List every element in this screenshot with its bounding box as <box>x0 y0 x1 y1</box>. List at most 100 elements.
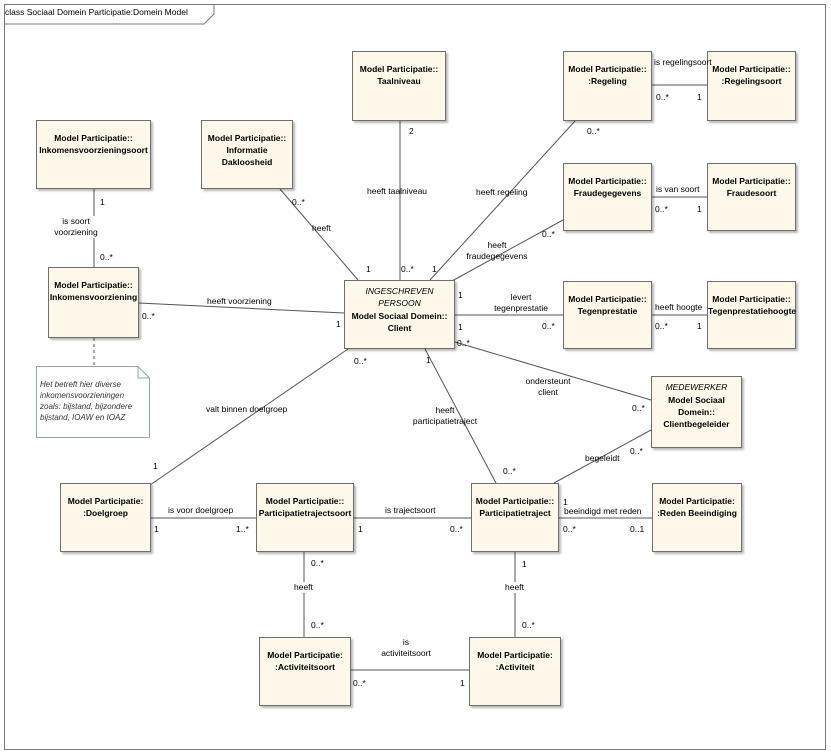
assoc-soort-voorziening-label-1: is soort <box>62 216 90 226</box>
assoc-doelgroep-label: valt binnen doelgroep <box>206 404 288 414</box>
class-dakloosheid-name-2: Dakloosheid <box>221 157 273 167</box>
class-regelingsoort[interactable]: Model Participatie:: :Regelingsoort <box>707 51 796 121</box>
class-inkomensvoorzieningsoort[interactable]: Model Participatie:: Inkomensvoorziening… <box>36 120 151 189</box>
line-fraudegegevens <box>451 219 564 282</box>
mult-ondersteunt-left: 0..* <box>457 338 470 348</box>
class-participatietraject[interactable]: Model Participatie:: Participatietraject <box>471 483 559 552</box>
class-clientbegeleider-namespace-1: Model Sociaal <box>668 395 725 405</box>
class-informatie-dakloosheid[interactable]: Model Participatie:: Informatie Dakloosh… <box>201 120 293 189</box>
note-shape <box>36 366 150 438</box>
assoc-voor-doelgroep-label: is voor doelgroep <box>168 505 234 515</box>
class-activiteitsoort[interactable]: Model Participatie: :Activiteitsoort <box>259 637 351 706</box>
mult-fraudegegevens-top: 0..* <box>542 229 555 239</box>
mult-heeft-activiteit-top: 1 <box>522 559 527 569</box>
class-reden-beeindiging[interactable]: Model Participatie: :Reden Beeindiging <box>652 483 742 552</box>
diagram-title: class Sociaal Domein Participatie:Domein… <box>5 7 188 17</box>
class-reden-beeindiging-name: :Reden Beeindiging <box>657 508 737 518</box>
mult-regelingsoort-right: 1 <box>697 92 702 102</box>
mult-beeindigd-right: 0..1 <box>630 524 645 534</box>
line-dakloosheid <box>279 188 359 281</box>
class-fraudesoort[interactable]: Model Participatie:: Fraudesoort <box>707 163 796 231</box>
class-regelingsoort-name: :Regelingsoort <box>721 76 782 86</box>
class-participatietraject-namespace: Model Participatie:: <box>475 496 555 506</box>
mult-activiteitsoort-left: 0..* <box>353 678 366 688</box>
class-tegenprestatie-namespace: Model Participatie:: <box>568 294 647 304</box>
class-tegenprestatie[interactable]: Model Participatie:: Tegenprestatie <box>563 281 652 349</box>
class-regeling[interactable]: Model Participatie:: :Regeling <box>563 51 652 121</box>
class-dakloosheid-namespace: Model Participatie:: <box>207 133 287 143</box>
assoc-traject-label-2: participatietraject <box>412 416 478 426</box>
mult-tegenprestatie-left: 1 <box>458 290 463 300</box>
assoc-fraudegegevens-label-2: fraudegegevens <box>466 251 528 261</box>
mult-voorziening-right: 1 <box>336 319 341 329</box>
class-client-namespace: Model Sociaal Domein:: <box>351 311 448 321</box>
class-participatietrajectsoort[interactable]: Model Participatie:: Participatietraject… <box>256 483 354 552</box>
class-activiteit-namespace: Model Participatie: <box>477 650 553 660</box>
class-activiteit[interactable]: Model Participatie: :Activiteit <box>469 637 561 706</box>
line-regeling <box>429 120 576 281</box>
assoc-voorziening-label: heeft voorziening <box>207 296 272 306</box>
assoc-dakloosheid-label: heeft <box>312 223 331 233</box>
class-inkomensvoorziening-name: Inkomensvoorziening <box>49 292 138 302</box>
class-taalniveau[interactable]: Model Participatie:: Taalniveau <box>352 51 446 121</box>
line-ondersteunt <box>454 341 652 401</box>
diagram-title-tab <box>4 4 215 25</box>
mult-regeling-bottom: 1 <box>432 264 437 274</box>
class-clientbegeleider-namespace-2: Domein:: <box>678 407 715 417</box>
class-tegenprestatie-name: Tegenprestatie <box>577 306 638 316</box>
mult-beeindigd-left: 0..* <box>563 524 576 534</box>
mult-fraudesoort-left: 0..* <box>655 204 668 214</box>
mult-regelingsoort-left: 0..* <box>656 92 669 102</box>
class-client-name: Client <box>387 323 412 333</box>
assoc-fraudegegevens-label-1: heeft <box>487 240 507 250</box>
mult-trajectsoort-right: 0..* <box>450 524 463 534</box>
assoc-trajectsoort-label: is trajectsoort <box>385 505 436 515</box>
class-regelingsoort-namespace: Model Participatie:: <box>712 64 791 74</box>
class-participatietrajectsoort-name: Participatietrajectsoort <box>258 508 352 518</box>
mult-voor-doelgroep-right: 1..* <box>236 524 249 534</box>
class-clientbegeleider[interactable]: MEDEWERKER Model Sociaal Domein:: Client… <box>651 376 742 448</box>
mult-activiteitsoort-right: 1 <box>460 678 465 688</box>
assoc-beeindigd-label: beeindigd met reden <box>564 506 642 516</box>
class-inkomensvoorziening[interactable]: Model Participatie:: Inkomensvoorziening <box>48 267 139 338</box>
mult-heeft-activiteit-bottom: 0..* <box>522 620 535 630</box>
assoc-ondersteunt-label-1: ondersteunt <box>525 376 571 386</box>
class-tegenprestatiehoogte-name: Tegenprestatiehoogte <box>708 306 797 316</box>
assoc-traject-label-1: heeft <box>435 405 455 415</box>
mult-taalniveau-top: 2 <box>409 126 414 136</box>
class-client[interactable]: INGESCHREVEN PERSOON Model Sociaal Domei… <box>344 280 455 349</box>
class-inkomensvoorzieningsoort-name: Inkomensvoorzieningsoort <box>39 145 148 155</box>
class-doelgroep-name: :Doelgroep <box>83 508 128 518</box>
mult-regeling-top: 0..* <box>587 126 600 136</box>
assoc-activiteitsoort-label-1: is <box>402 637 410 647</box>
assoc-fraudegegevens-label: heeft fraudegegevens <box>462 240 532 262</box>
assoc-regeling-label: heeft regeling <box>476 187 528 197</box>
mult-voorziening-left: 0..* <box>142 311 155 321</box>
class-regeling-name: :Regeling <box>588 76 627 86</box>
class-fraudegegevens[interactable]: Model Participatie:: Fraudegegevens <box>563 163 652 231</box>
mult-trajectsoort-left: 1 <box>358 524 363 534</box>
mult-doelgroep-top: 0..* <box>354 356 367 366</box>
assoc-ondersteunt-label: ondersteunt client <box>516 376 580 398</box>
mult-ondersteunt-right: 0..* <box>632 403 645 413</box>
assoc-heeft-activiteit-label: heeft <box>505 582 524 593</box>
line-traject <box>424 348 497 484</box>
mult-heeft-activiteitsoort-bottom: 0..* <box>311 620 324 630</box>
class-clientbegeleider-name: Clientbegeleider <box>663 419 730 429</box>
mult-begeleidt-bottom: 1 <box>563 497 568 507</box>
mult-dakloosheid-bottom: 1 <box>366 264 371 274</box>
mult-soort-voorziening-bottom: 0..* <box>100 252 113 262</box>
assoc-traject-label: heeft participatietraject <box>404 405 486 427</box>
class-tegenprestatiehoogte[interactable]: Model Participatie:: Tegenprestatiehoogt… <box>707 281 796 349</box>
class-regeling-namespace: Model Participatie:: <box>568 64 647 74</box>
class-taalniveau-namespace: Model Participatie:: <box>359 64 439 74</box>
class-fraudegegevens-name: Fraudegegevens <box>573 188 642 198</box>
class-dakloosheid-name-1: Informatie <box>226 145 268 155</box>
class-participatietrajectsoort-namespace: Model Participatie:: <box>265 496 345 506</box>
class-doelgroep[interactable]: Model Participatie: :Doelgroep <box>60 483 151 552</box>
line-begeleidt <box>553 429 652 484</box>
note-inkomensvoorzieningen[interactable]: Het betreft hier diverse inkomensvoorzie… <box>36 366 150 438</box>
mult-dakloosheid-top: 0..* <box>292 197 305 207</box>
assoc-regelingsoort-label: is regelingsoort <box>654 57 712 67</box>
